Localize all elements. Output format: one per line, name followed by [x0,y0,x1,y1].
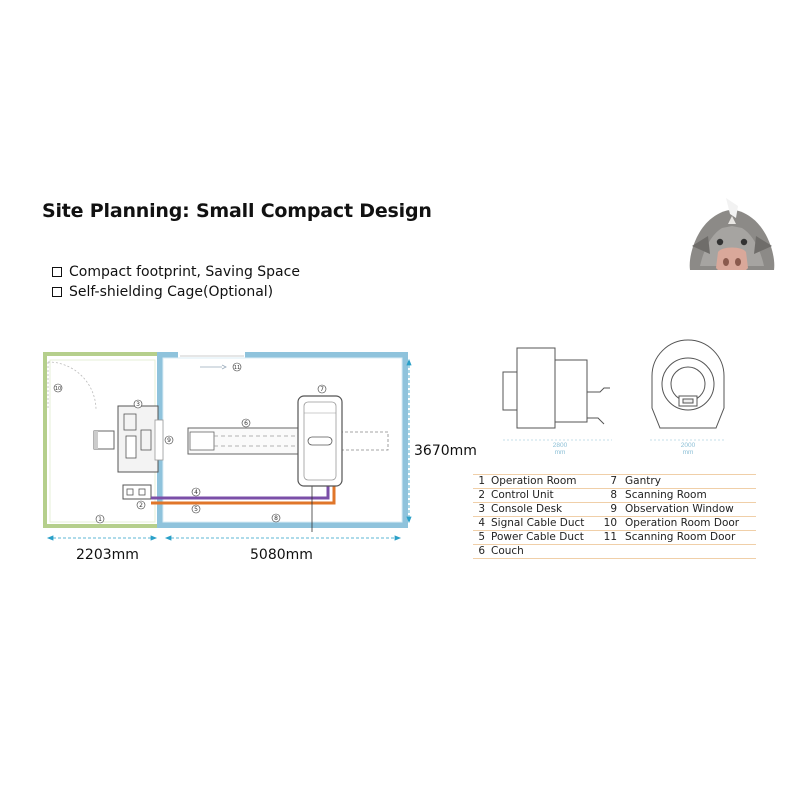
observation-window [154,419,164,461]
legend-row: 3 Console Desk 9 Observation Window [473,503,756,517]
couch [187,427,389,455]
marker-label: 3 [136,401,140,408]
legend-number: 10 [603,517,618,529]
legend-label: Scanning Room Door [625,531,736,543]
operation-room-door [47,361,97,411]
marker-label: 1 [98,516,102,523]
signal-cable-duct [151,486,330,500]
gantry-side-view [502,347,612,441]
legend-label: Observation Window [625,503,734,515]
room-depth-label: 3670mm [414,443,477,459]
feature-item: Self-shielding Cage(Optional) [52,282,300,302]
marker-10: 10 [53,383,63,393]
legend-number: 5 [478,531,485,543]
marker-2: 2 [136,500,146,510]
marker-6: 6 [241,418,251,428]
marker-9: 9 [164,435,174,445]
marker-5: 5 [191,504,201,514]
legend-label: Signal Cable Duct [491,517,585,529]
legend-label: Couch [491,545,524,557]
marker-label: 6 [244,420,248,427]
marker-1: 1 [95,514,105,524]
legend-number: 8 [610,489,618,501]
operation-width-label: 2203mm [76,547,139,563]
marker-label: 10 [55,386,61,392]
legend-label: Operation Room Door [625,517,740,529]
marker-label: 9 [167,437,171,444]
legend-label: Power Cable Duct [491,531,584,543]
legend-label: Control Unit [491,489,554,501]
legend-number: 7 [610,475,618,487]
checkbox-icon [52,267,62,277]
feature-label: Self-shielding Cage(Optional) [69,284,274,300]
legend-label: Operation Room [491,475,577,487]
legend-number [599,545,621,559]
legend-label: Scanning Room [625,489,707,501]
legend-number: 9 [610,503,618,515]
legend-label: Gantry [625,475,661,487]
legend-number: 1 [478,475,485,487]
legend-row: 1 Operation Room 7 Gantry [473,474,756,489]
legend-label: Console Desk [491,503,563,515]
legend-number: 4 [478,517,485,529]
legend-row: 4 Signal Cable Duct 10 Operation Room Door [473,517,756,531]
dimension-lines [46,358,412,541]
marker-label: 11 [234,365,240,371]
marker-label: 4 [194,489,198,496]
side-view-caption: 2800 mm [552,442,568,456]
feature-label: Compact footprint, Saving Space [69,264,300,280]
marker-label: 2 [139,502,143,509]
gantry [297,395,343,487]
checkbox-icon [52,287,62,297]
legend-number: 11 [603,531,618,543]
marker-label: 7 [320,386,324,393]
power-cable-duct [151,486,336,505]
legend-number: 2 [478,489,485,501]
scanning-width-label: 5080mm [250,547,313,563]
legend-number: 3 [478,503,485,515]
console-desk [93,405,159,473]
rhino-logo-icon [689,198,775,284]
feature-list: Compact footprint, Saving Space Self-shi… [52,262,300,302]
legend-row: 5 Power Cable Duct 11 Scanning Room Door [473,531,756,545]
marker-4: 4 [191,487,201,497]
front-view-caption: 2000 mm [680,442,696,456]
marker-label: 8 [274,515,278,522]
legend-row: 2 Control Unit 8 Scanning Room [473,489,756,503]
legend-row: 6 Couch [473,545,756,559]
gantry-front-view [650,339,726,441]
marker-11: 11 [232,362,242,372]
page-title: Site Planning: Small Compact Design [42,200,432,222]
legend-label [621,545,756,559]
marker-label: 5 [194,506,198,513]
marker-8: 8 [271,513,281,523]
marker-3: 3 [133,399,143,409]
control-unit [122,484,152,500]
legend-number: 6 [478,545,485,557]
feature-item: Compact footprint, Saving Space [52,262,300,282]
marker-7: 7 [317,384,327,394]
